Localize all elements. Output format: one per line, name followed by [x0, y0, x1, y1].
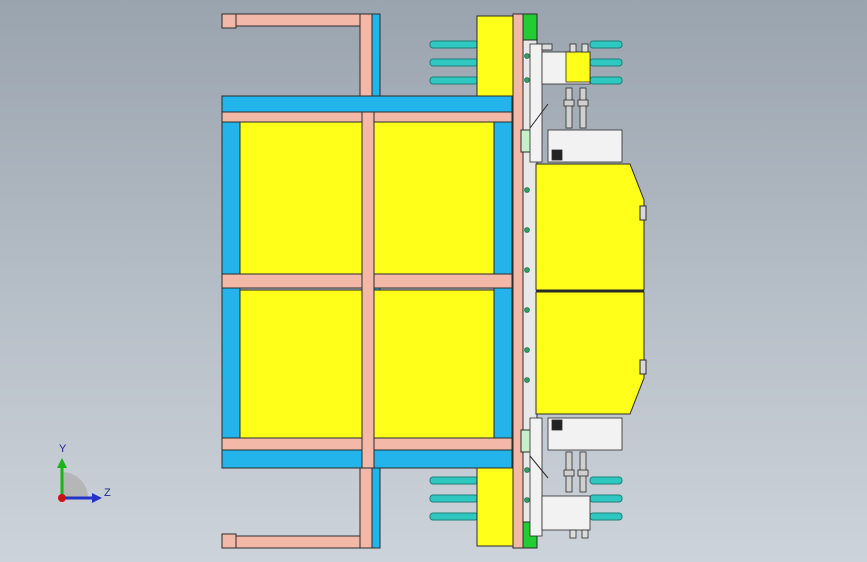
bottom-bracket-leg [359, 465, 373, 549]
triad-y-label: Y [59, 443, 67, 455]
upper-fittings [563, 87, 589, 129]
lower-clamp-bracket [529, 417, 543, 537]
lower-fittings [563, 451, 589, 493]
yellow-panel-bottom-left [239, 289, 363, 439]
top-bracket-arm [221, 13, 373, 27]
lower-gripper-body [541, 495, 591, 531]
yellow-panel-top-right [373, 121, 495, 275]
upper-clamp-bracket [529, 43, 543, 163]
yellow-panel-top-left [239, 121, 363, 275]
pipes-left-upper [429, 40, 479, 85]
triad-quadrant [62, 472, 88, 498]
yellow-panel-bottom-right [373, 289, 495, 439]
blue-frame-top [221, 95, 513, 113]
top-bracket-tab [221, 13, 237, 29]
y-axis-arrow [57, 458, 67, 468]
left-frame [221, 13, 513, 549]
pipes-right-upper [589, 40, 623, 85]
upper-rail-block [476, 15, 514, 97]
salmon-rail-vertical [361, 111, 375, 469]
rail-bolts [524, 53, 530, 503]
upper-mechanism [529, 43, 623, 163]
rail-outer [512, 13, 524, 549]
bottom-bracket-tab [221, 533, 237, 549]
lower-rail-block [476, 467, 514, 547]
axis-triad [57, 458, 102, 503]
top-bracket-leg [359, 13, 373, 99]
pipes-left-lower [429, 476, 479, 521]
x-axis-dot [58, 494, 66, 502]
main-housing-top [535, 163, 645, 291]
z-axis-arrow [92, 493, 102, 503]
pipes-right-lower [589, 476, 623, 521]
rail-green-top [522, 13, 538, 41]
main-housing [535, 163, 647, 415]
lower-mechanism [529, 417, 623, 539]
bottom-bracket-arm [221, 535, 373, 549]
upper-gripper-yellow [565, 51, 591, 83]
triad-z-label: Z [104, 487, 111, 499]
main-housing-bottom [535, 291, 645, 415]
